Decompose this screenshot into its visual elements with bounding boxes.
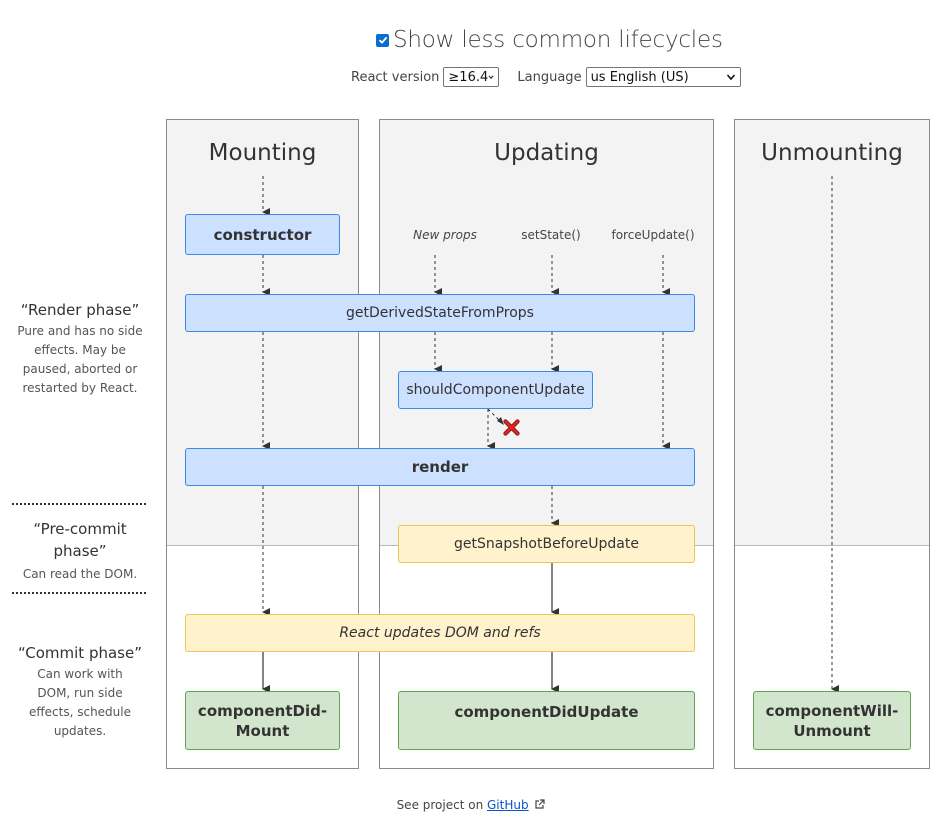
get-derived-state-box: getDerivedStateFromProps (185, 294, 695, 332)
mounting-title: Mounting (208, 140, 317, 166)
language-value: us English (US) (590, 69, 689, 85)
chevron-down-icon (488, 75, 494, 79)
component-did-update-box: componentDidUpdate (398, 691, 695, 750)
commit-phase-title: “Commit phase” (18, 644, 142, 662)
render-box: render (185, 448, 695, 486)
precommit-phase-title: “Pre-commit phase” (33, 520, 127, 560)
toggle-label: Show less common lifecycles (393, 27, 723, 53)
github-link[interactable]: GitHub (487, 798, 529, 812)
trigger-set-state: setState() (521, 228, 581, 242)
component-will-unmount-box: componentWill- Unmount (753, 691, 911, 750)
unmounting-column: Unmounting (734, 119, 930, 769)
precommit-phase-desc: Can read the DOM. (22, 567, 138, 581)
checkbox[interactable] (376, 33, 389, 47)
updating-title: Updating (494, 140, 599, 166)
chevron-down-icon (726, 74, 735, 81)
snapshot-box: getSnapshotBeforeUpdate (398, 525, 695, 563)
precommit-phase: “Pre-commit phase” Can read the DOM. (0, 518, 160, 584)
commit-phase: “Commit phase” Can work with DOM, run si… (0, 644, 160, 741)
commit-phase-desc: Can work with DOM, run side effects, sch… (29, 667, 131, 738)
version-value: ≥16.4 (448, 69, 489, 85)
version-label: React version (351, 69, 440, 85)
should-component-update-box: shouldComponentUpdate (398, 371, 593, 409)
footer: See project on GitHub (0, 798, 942, 812)
language-label: Language (517, 69, 582, 85)
trigger-force-update: forceUpdate() (611, 228, 695, 242)
trigger-new-props: New props (413, 228, 477, 242)
version-select[interactable]: ≥16.4 (443, 67, 500, 87)
phase-divider (12, 503, 146, 505)
footer-prefix: See project on (396, 798, 484, 812)
external-link-icon (535, 799, 546, 809)
show-less-common-toggle[interactable]: Show less common lifecycles (376, 26, 723, 54)
render-phase-title: “Render phase” (20, 301, 140, 319)
phase-divider (12, 592, 146, 594)
dom-refs-box: React updates DOM and refs (185, 614, 695, 652)
unmounting-title: Unmounting (761, 140, 903, 166)
render-phase-desc: Pure and has no side effects. May be pau… (17, 324, 143, 395)
checkmark-icon (378, 36, 387, 44)
cancel-icon (503, 419, 520, 436)
constructor-box: constructor (185, 214, 340, 255)
language-select[interactable]: us English (US) (585, 67, 741, 87)
render-phase: “Render phase” Pure and has no side effe… (0, 301, 160, 398)
selectors-bar: React version ≥16.4 Language us English … (351, 66, 741, 88)
component-did-mount-box: componentDid- Mount (185, 691, 340, 750)
